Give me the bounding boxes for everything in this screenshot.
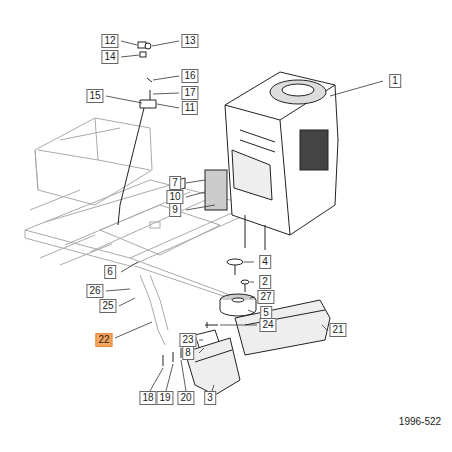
callout-number: 8	[182, 346, 194, 360]
callout-number: 13	[181, 34, 198, 48]
engine	[205, 72, 338, 250]
callout-number: 6	[104, 265, 116, 279]
callout-number: 17	[181, 86, 198, 100]
callout-number: 19	[156, 391, 173, 405]
callout-number: 11	[182, 101, 198, 115]
callout-number: 20	[177, 391, 194, 405]
callout-number: 4	[259, 255, 271, 269]
callout-number: 26	[86, 284, 103, 298]
callout-number: 24	[259, 318, 276, 332]
callout-number: 7	[169, 176, 181, 190]
callout-number: 15	[86, 89, 103, 103]
drawing-number: 1996-522	[397, 416, 443, 428]
callout-number: 3	[204, 391, 216, 405]
front-parts	[163, 300, 330, 395]
leader-lines	[106, 41, 383, 391]
callout-number: 27	[257, 290, 274, 304]
callout-number: 23	[179, 333, 196, 347]
callout-number: 9	[169, 203, 181, 217]
callout-number: 14	[101, 50, 118, 64]
callout-number: 1	[389, 74, 401, 88]
callout-number: 12	[101, 34, 118, 48]
callout-number: 21	[329, 323, 346, 337]
callout-number: 18	[139, 391, 156, 405]
callout-number: 22	[95, 333, 112, 347]
rear-body	[35, 118, 152, 205]
callout-number: 10	[166, 190, 183, 204]
callout-number: 25	[99, 299, 116, 313]
callout-number: 16	[181, 69, 198, 83]
callout-number: 2	[259, 275, 271, 289]
throttle-parts	[118, 42, 185, 225]
